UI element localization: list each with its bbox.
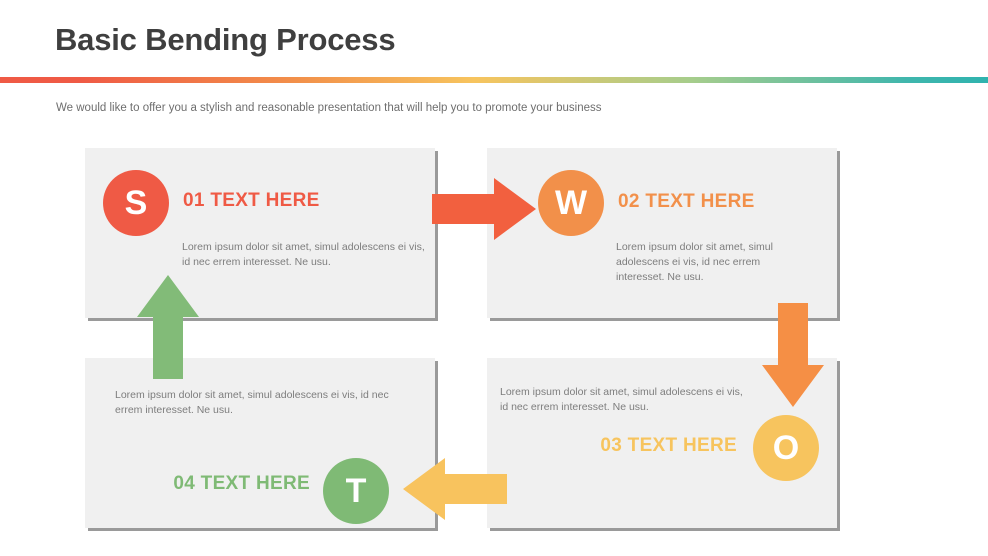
step-card-02[interactable] xyxy=(487,148,837,318)
step-badge-01: S xyxy=(103,170,169,236)
step-body-02: Lorem ipsum dolor sit amet, simul adoles… xyxy=(616,241,773,284)
page-subtitle: We would like to offer you a stylish and… xyxy=(56,102,602,114)
arrow-up-icon xyxy=(137,275,199,384)
step-badge-03: O xyxy=(753,415,819,481)
arrow-right-icon xyxy=(432,178,536,245)
gradient-divider xyxy=(0,77,988,83)
arrow-left-icon xyxy=(403,458,507,525)
step-body-03: Lorem ipsum dolor sit amet, simul adoles… xyxy=(500,386,743,414)
step-heading-04: 04 TEXT HERE xyxy=(173,473,310,494)
page-title: Basic Bending Process xyxy=(55,22,396,57)
step-heading-03: 03 TEXT HERE xyxy=(600,435,737,456)
step-heading-02: 02 TEXT HERE xyxy=(618,191,755,212)
step-badge-02: W xyxy=(538,170,604,236)
step-badge-04: T xyxy=(323,458,389,524)
arrow-down-icon xyxy=(762,303,824,412)
step-body-04: Lorem ipsum dolor sit amet, simul adoles… xyxy=(115,389,389,417)
step-body-01: Lorem ipsum dolor sit amet, simul adoles… xyxy=(182,241,425,269)
step-heading-01: 01 TEXT HERE xyxy=(183,190,320,211)
